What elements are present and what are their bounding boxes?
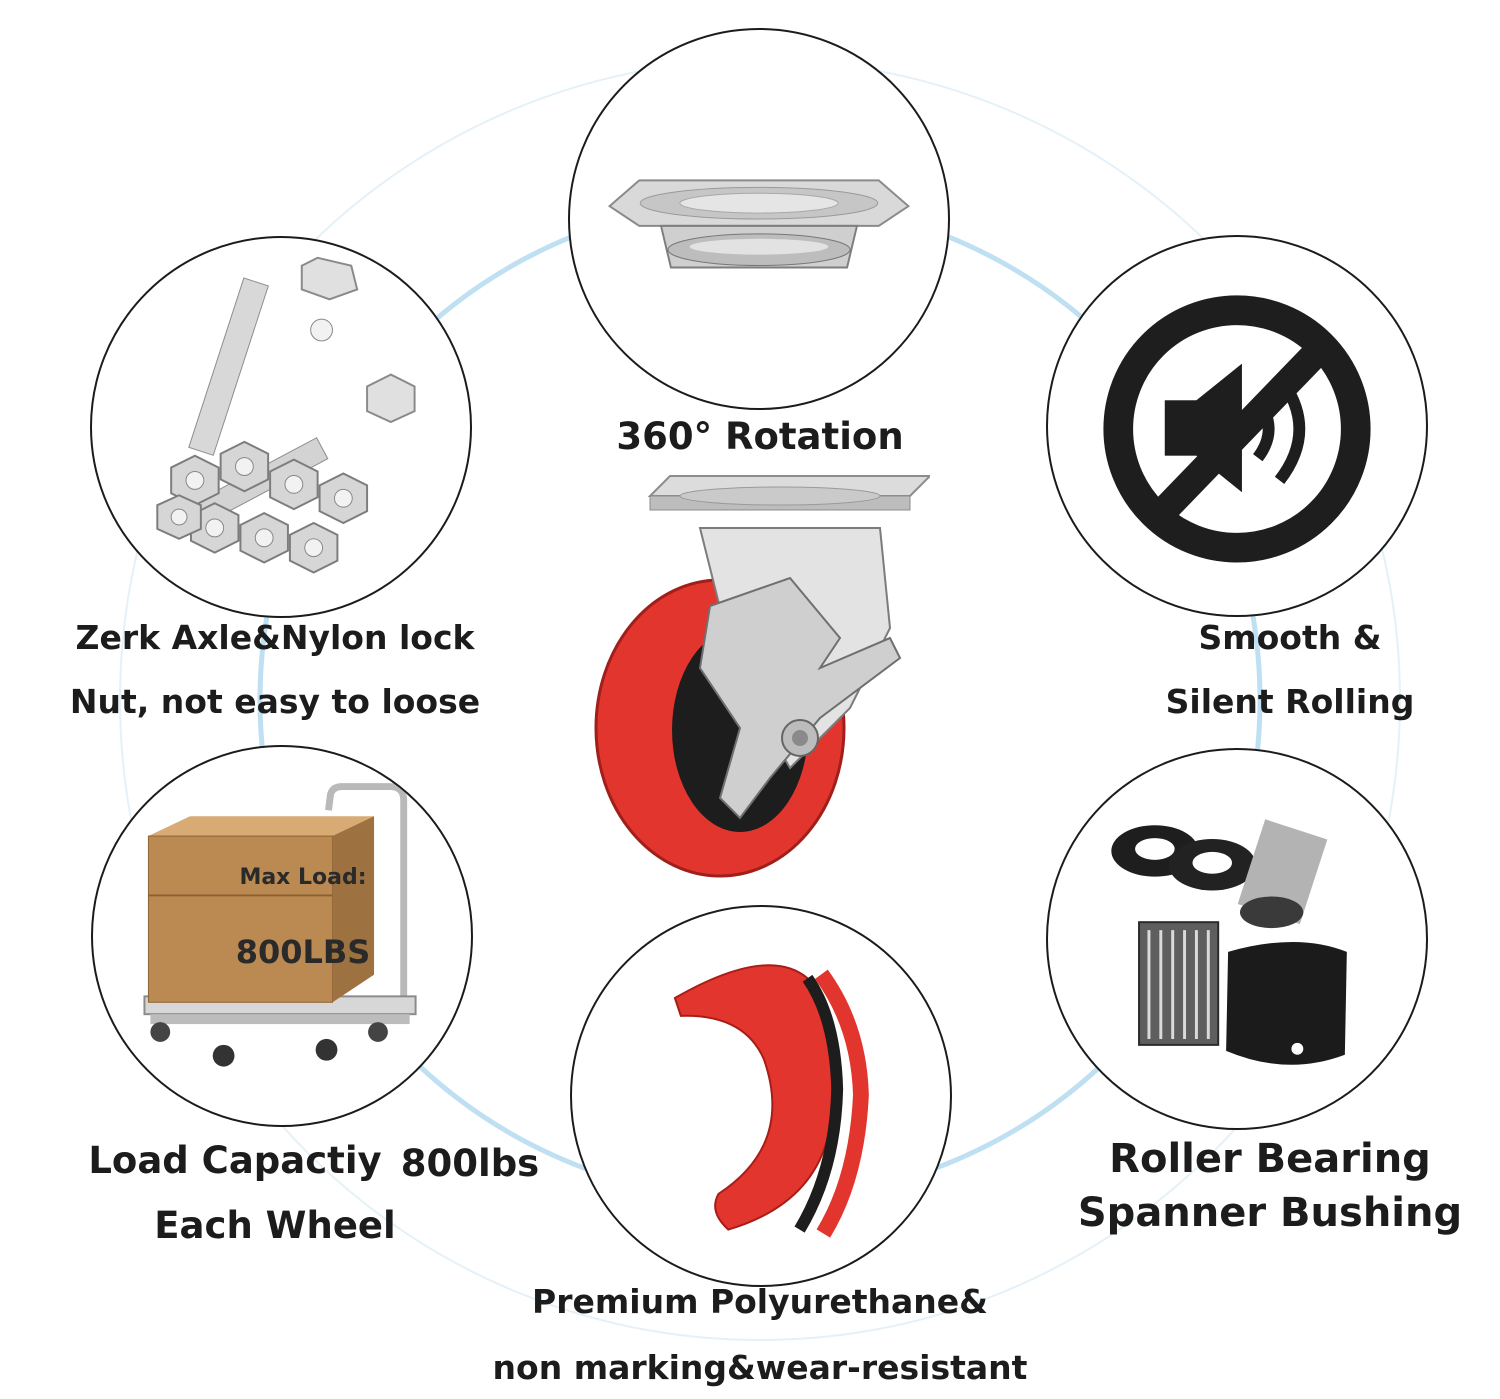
rotation-label: 360° Rotation: [616, 415, 904, 458]
axle-circle: [90, 236, 472, 618]
bearing-label-line1: Roller Bearing: [1109, 1136, 1431, 1182]
roller-bearing-icon: [1111, 819, 1347, 1065]
rotation-circle: [568, 28, 950, 410]
top-plate-swivel-icon: [607, 179, 911, 269]
load-circle: Max Load: 800LBS: [91, 745, 473, 1127]
bearing-circle: [1046, 748, 1428, 1130]
poly-label-line1: Premium Polyurethane&: [532, 1282, 988, 1321]
speaker-muted-icon: [1103, 295, 1371, 563]
silent-label-line1: Smooth &: [1198, 618, 1382, 657]
axle-label-line2: Nut, not easy to loose: [69, 682, 481, 721]
box-max-load-label: Max Load:: [239, 865, 367, 890]
silent-circle: [1046, 235, 1428, 617]
swivel-caster-brake-icon: [594, 475, 930, 878]
polyurethane-tread-icon: [673, 964, 869, 1238]
axle-label-line1: Zerk Axle&Nylon lock: [75, 618, 475, 657]
bearing-label-line2: Spanner Bushing: [1077, 1190, 1463, 1236]
silent-label-line2: Silent Rolling: [1165, 682, 1415, 721]
box-max-load-value: 800LBS: [235, 933, 371, 971]
platform-cart-icon: [143, 783, 417, 1067]
load-label-line1: Load Capactiy: [88, 1139, 382, 1182]
poly-circle: [570, 905, 952, 1287]
poly-label-line2: non marking&wear-resistant: [492, 1348, 1028, 1387]
load-label-line2: Each Wheel: [154, 1204, 396, 1247]
load-value: 800lbs: [400, 1142, 540, 1185]
bolts-nuts-icon: [156, 256, 416, 574]
